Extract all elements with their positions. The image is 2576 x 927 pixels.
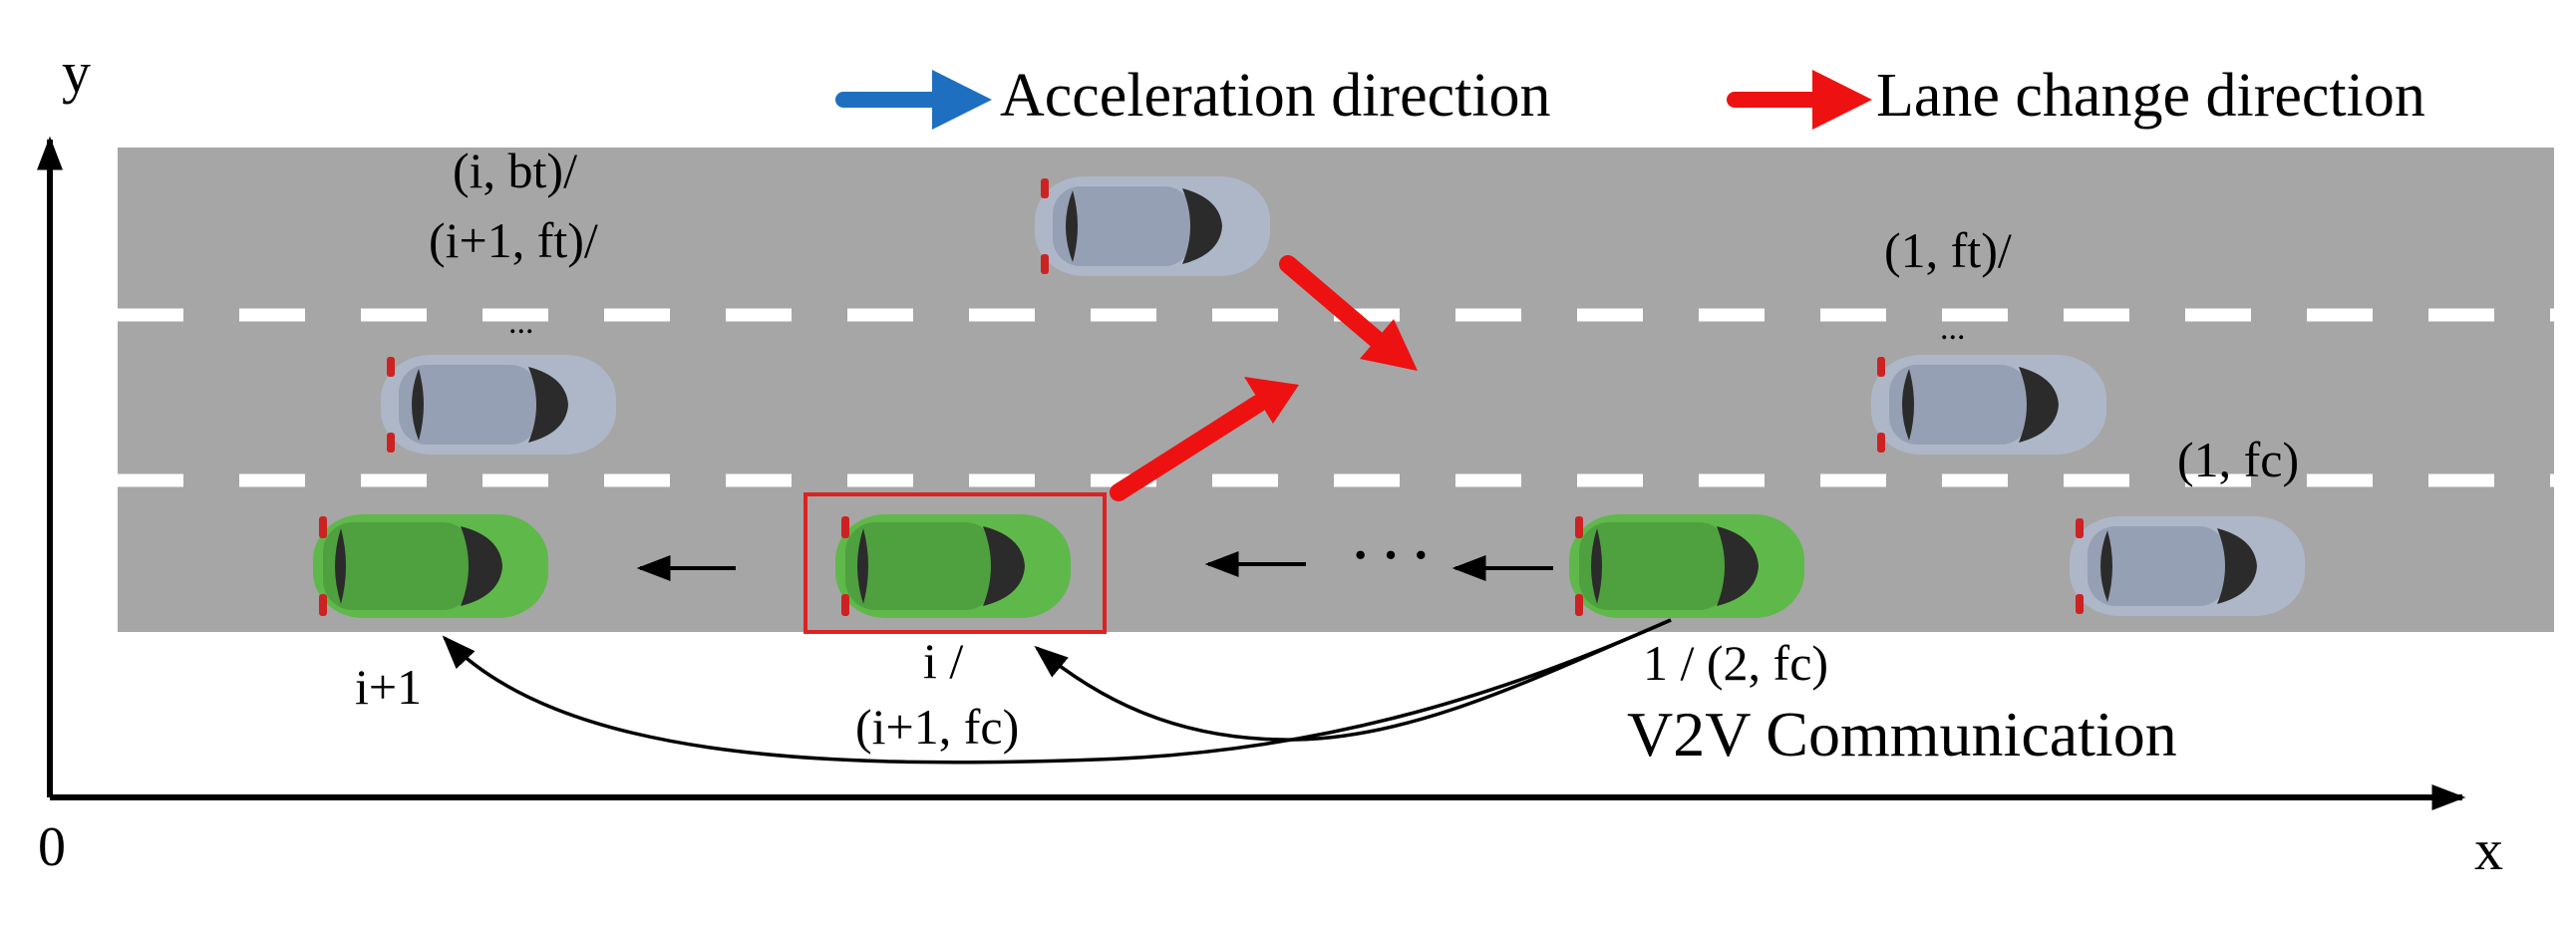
car-gray-bottom-right <box>2070 516 2305 616</box>
x-axis-label: x <box>2474 817 2503 882</box>
car-green-i <box>835 514 1071 618</box>
y-axis-label: y <box>62 40 91 105</box>
origin-label: 0 <box>38 816 66 878</box>
car-green-1 <box>1569 514 1804 618</box>
lane-change-arrow-up <box>1110 377 1299 501</box>
label-car-i-line1: i / <box>923 633 963 689</box>
legend-acceleration: Acceleration direction <box>835 62 1551 130</box>
lane-change-arrow-down <box>1279 255 1418 371</box>
v2v-link-to-i-plus-1 <box>442 618 1672 765</box>
label-car-1: 1 / (2, fc) <box>1643 635 1828 691</box>
legend-lane-change-label: Lane change direction <box>1876 62 2425 130</box>
label-top-left-2: (i+1, ft)/ <box>429 212 598 268</box>
red-arrow-icon <box>1812 70 1872 130</box>
label-car-i-line2: (i+1, fc) <box>855 699 1019 755</box>
label-top-right-ellipsis: ... <box>1940 310 1966 347</box>
car-green-i-plus-1 <box>313 514 548 618</box>
middle-ellipsis: · · · <box>1352 527 1430 584</box>
legend-acceleration-label: Acceleration direction <box>1000 62 1551 130</box>
car-gray-top-lane <box>1035 176 1270 276</box>
label-v2v: V2V Communication <box>1627 699 2177 770</box>
v2v-link-to-i <box>1034 618 1672 742</box>
label-top-left-ellipsis: ... <box>508 304 534 341</box>
label-top-right-1: (1, ft)/ <box>1884 222 2012 278</box>
label-right-fc: (1, fc) <box>2177 432 2299 487</box>
label-car-i-plus-1: i+1 <box>355 659 422 715</box>
highlight-box <box>804 492 1107 634</box>
car-gray-middle-left <box>381 355 616 455</box>
car-gray-middle-right <box>1871 355 2106 455</box>
legend-lane-change: Lane change direction <box>1727 62 2425 130</box>
blue-arrow-icon <box>932 70 992 130</box>
label-top-left-1: (i, bt)/ <box>453 143 577 198</box>
